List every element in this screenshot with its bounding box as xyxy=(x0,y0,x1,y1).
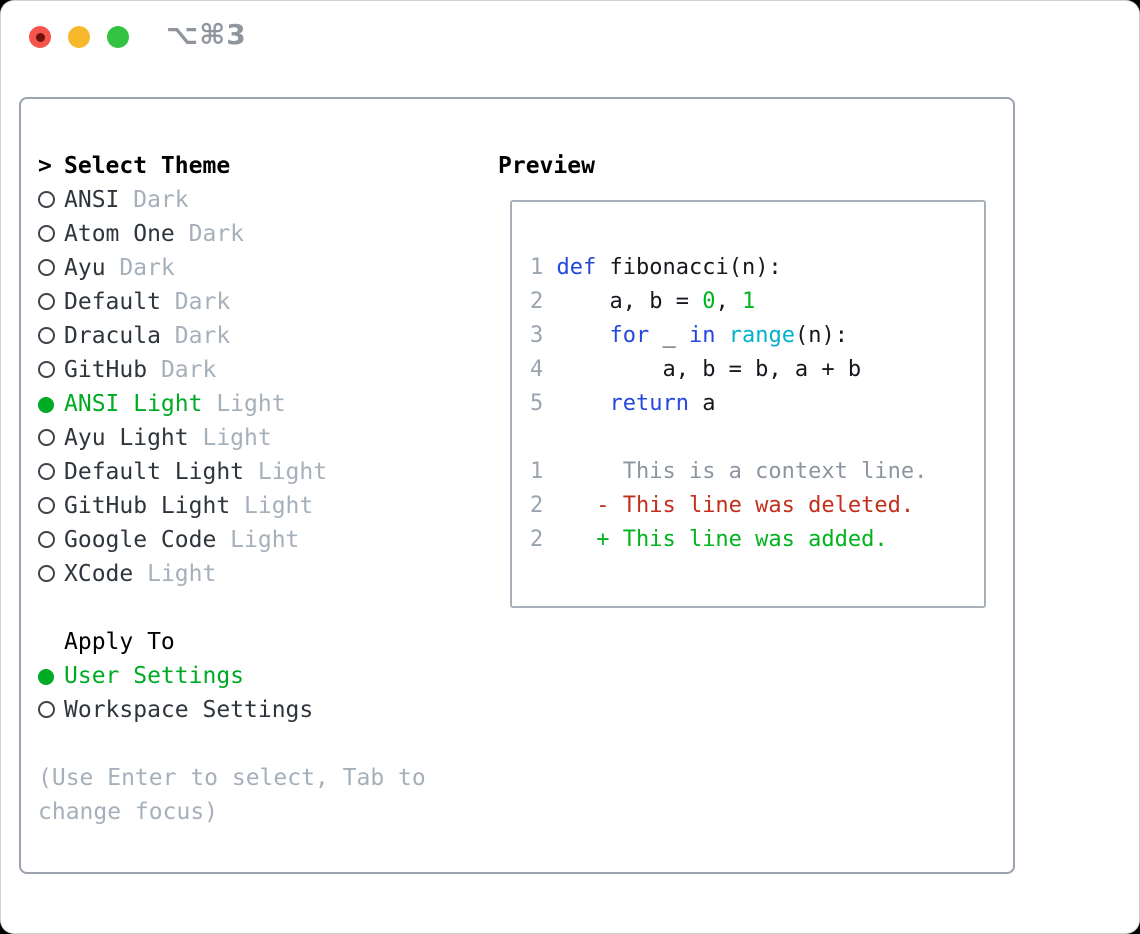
preview-panel xyxy=(510,200,986,608)
line-number: 1 xyxy=(530,255,544,280)
minimize-button[interactable] xyxy=(68,26,90,48)
diff-line: 1 This is a context line. xyxy=(530,459,928,484)
line-number: 3 xyxy=(530,323,544,348)
line-number: 4 xyxy=(530,357,544,382)
code-line: 2 a, b = 0, 1 xyxy=(530,289,756,314)
diff-line: 2 + This line was added. xyxy=(530,527,888,552)
apply-to-header: Apply To xyxy=(38,625,426,659)
radio-icon xyxy=(38,191,55,208)
code-line: 4 a, b = b, a + b xyxy=(530,357,862,382)
preview-title: Preview xyxy=(498,153,595,179)
line-number: 2 xyxy=(530,527,544,552)
line-number: 5 xyxy=(530,391,544,416)
radio-icon xyxy=(38,225,55,242)
code-line: 3 for _ in range(n): xyxy=(530,323,848,348)
hint-text: change focus) xyxy=(38,799,219,825)
radio-icon xyxy=(38,565,55,582)
radio-icon xyxy=(38,531,55,548)
close-button[interactable] xyxy=(29,26,51,48)
radio-icon xyxy=(38,429,55,446)
radio-icon xyxy=(38,293,55,310)
code-preview: 1 def fibonacci(n): 2 a, b = 0, 1 3 for … xyxy=(530,251,927,557)
code-line: 5 return a xyxy=(530,391,716,416)
radio-icon xyxy=(38,259,55,276)
radio-selected-icon xyxy=(38,669,54,685)
traffic-lights xyxy=(29,26,129,48)
radio-selected-icon xyxy=(38,397,54,413)
code-line: 1 def fibonacci(n): xyxy=(530,255,782,280)
titlebar: ⌥⌘3 xyxy=(0,0,1140,74)
radio-icon xyxy=(38,497,55,514)
radio-icon xyxy=(38,701,55,718)
line-number: 2 xyxy=(530,289,544,314)
diff-line: 2 - This line was deleted. xyxy=(530,493,915,518)
window-title: ⌥⌘3 xyxy=(166,18,247,51)
radio-icon xyxy=(38,327,55,344)
close-dot-icon xyxy=(35,32,45,42)
line-number: 1 xyxy=(530,459,544,484)
line-number: 2 xyxy=(530,493,544,518)
maximize-button[interactable] xyxy=(107,26,129,48)
select-theme-title: Select Theme xyxy=(64,153,231,179)
apply-option[interactable]: Workspace Settings xyxy=(38,693,426,727)
theme-list-header: > Select Theme xyxy=(38,149,426,183)
caret-icon: > xyxy=(38,153,52,179)
radio-icon xyxy=(38,463,55,480)
apply-option-selected[interactable]: User Settings xyxy=(38,659,426,693)
spacer xyxy=(530,421,927,455)
spacer xyxy=(38,591,426,625)
hint-text: (Use Enter to select, Tab to xyxy=(38,765,426,791)
spacer xyxy=(38,727,426,761)
apply-to-title: Apply To xyxy=(64,629,175,655)
radio-icon xyxy=(38,361,55,378)
